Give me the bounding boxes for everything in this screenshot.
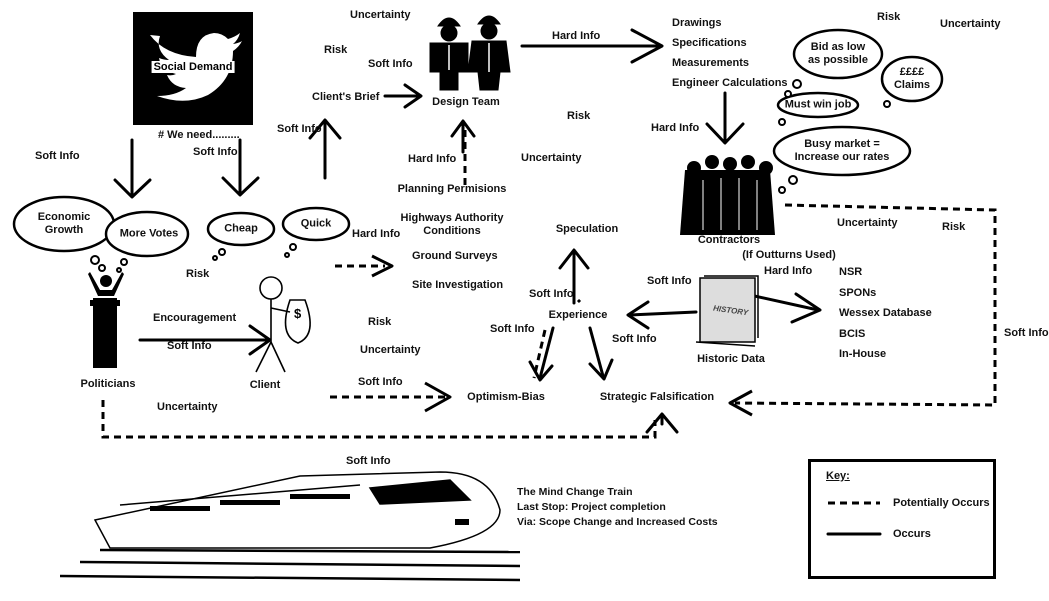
- cloud-claims: ££££ Claims: [893, 66, 931, 91]
- legend-title: Key:: [826, 470, 850, 482]
- hard-info-label: Hard Info: [764, 265, 813, 277]
- soft-info-label: Soft Info: [35, 150, 80, 162]
- speculation-label: Speculation: [555, 223, 619, 235]
- contractors-label: Contractors: [697, 234, 761, 246]
- hard-info-label: Hard Info: [352, 228, 401, 240]
- hard-info-label: Hard Info: [552, 30, 601, 42]
- uncertainty-label: Uncertainty: [521, 152, 582, 164]
- svg-text:$: $: [294, 306, 302, 321]
- train-caption: The Mind Change Train Last Stop: Project…: [517, 485, 718, 530]
- cloud-cheap: Cheap: [224, 222, 258, 235]
- soft-info-label: Soft Info: [368, 58, 413, 70]
- soft-info-label: Soft Info: [277, 123, 322, 135]
- design-outputs-list: Drawings Specifications Measurements Eng…: [672, 13, 788, 93]
- risk-label: Risk: [186, 268, 210, 280]
- source-bcis: BCIS: [839, 327, 866, 340]
- historic-data-label: Historic Data: [697, 353, 765, 365]
- strategic-falsification-label: Strategic Falsification: [599, 391, 715, 403]
- legend-occurs-label: Occurs: [893, 528, 931, 540]
- politicians-label: Politicians: [80, 378, 136, 390]
- cloud-economic-growth: Economic Growth: [37, 211, 91, 236]
- hard-info-label: Hard Info: [408, 153, 457, 165]
- train-line-2: Last Stop: Project completion: [517, 501, 666, 513]
- train-line-3: Via: Scope Change and Increased Costs: [517, 516, 718, 528]
- uncertainty-label: Uncertainty: [837, 217, 898, 229]
- clients-brief-label: Client's Brief: [312, 91, 380, 103]
- risk-label: Risk: [877, 11, 901, 23]
- output-specifications: Specifications: [672, 37, 747, 49]
- source-wessex: Wessex Database: [839, 307, 932, 319]
- soft-info-label: Soft Info: [346, 455, 391, 467]
- output-measurements: Measurements: [672, 57, 750, 69]
- encouragement-label: Encouragement: [153, 312, 237, 324]
- cloud-busy-market: Busy market = Increase our rates: [794, 138, 890, 163]
- soft-info-label: Soft Info: [1004, 327, 1049, 339]
- input-site-investigation: Site Investigation: [412, 279, 504, 291]
- uncertainty-label: Uncertainty: [157, 401, 218, 413]
- source-nsr: NSR: [839, 266, 863, 278]
- soft-info-label: Soft Info: [612, 333, 657, 345]
- source-inhouse: In-House: [839, 348, 887, 360]
- input-ground-surveys: Ground Surveys: [412, 250, 498, 262]
- train-line-1: The Mind Change Train: [517, 486, 633, 498]
- cloud-more-votes: More Votes: [119, 227, 179, 240]
- optimism-bias-label: Optimism-Bias: [467, 391, 545, 403]
- if-outturns-label: (If Outturns Used): [742, 249, 836, 261]
- soft-info-label: Soft Info: [358, 376, 403, 388]
- risk-label: Risk: [942, 221, 966, 233]
- uncertainty-label: Uncertainty: [940, 18, 1001, 30]
- design-team-label: Design Team: [432, 96, 500, 108]
- cloud-must-win: Must win job: [784, 98, 852, 111]
- uncertainty-label: Uncertainty: [350, 9, 411, 21]
- source-spons: SPONs: [839, 286, 877, 299]
- hard-info-label: Hard Info: [651, 122, 700, 134]
- cloud-bid-low: Bid as low as possible: [808, 41, 868, 66]
- risk-label: Risk: [324, 44, 348, 56]
- we-need-label: # We need.........: [158, 129, 240, 141]
- soft-info-label: Soft Info: [490, 323, 535, 335]
- output-calculations: Engineer Calculations: [672, 77, 788, 89]
- experience-label: Experience: [548, 309, 608, 321]
- soft-info-label: Soft Info: [647, 275, 692, 287]
- soft-info-label: Soft Info: [167, 340, 212, 352]
- input-highways: Highways Authority Conditions: [400, 212, 504, 237]
- input-planning: Planning Permisions: [397, 183, 507, 195]
- soft-info-label: Soft Info: [193, 146, 238, 158]
- sources-list: NSR SPONs Wessex Database BCIS In-House: [839, 262, 932, 365]
- client-label: Client: [249, 379, 281, 391]
- legend-potential-label: Potentially Occurs: [893, 497, 990, 509]
- risk-label: Risk: [567, 110, 591, 122]
- soft-info-label: Soft Info: [529, 288, 574, 300]
- cloud-quick: Quick: [300, 217, 332, 230]
- uncertainty-label: Uncertainty: [360, 344, 421, 356]
- social-demand-label: Social Demand: [151, 61, 235, 73]
- risk-label: Risk: [368, 316, 392, 328]
- output-drawings: Drawings: [672, 17, 722, 29]
- legend-box: [808, 459, 996, 579]
